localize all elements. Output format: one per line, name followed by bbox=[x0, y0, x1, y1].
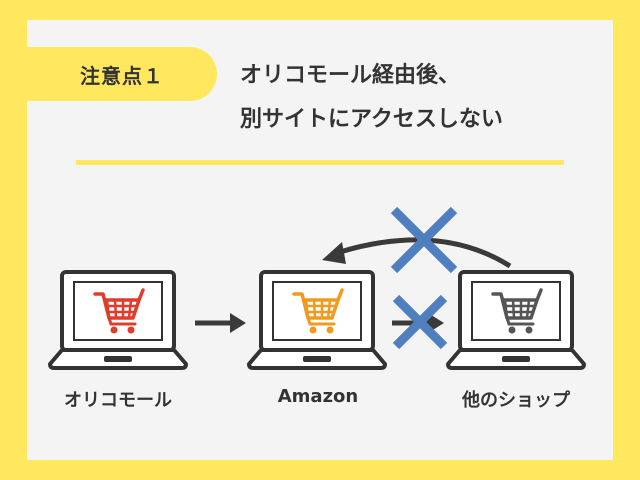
laptop-amazon bbox=[247, 270, 387, 370]
headline-line-2: 別サイトにアクセスしない bbox=[240, 107, 503, 132]
caution-tag: 注意点１ bbox=[27, 47, 217, 101]
arrow-return-icon bbox=[322, 237, 512, 269]
headline: オリコモール経由後、 別サイトにアクセスしない bbox=[240, 54, 610, 142]
caution-tag-label: 注意点１ bbox=[80, 63, 164, 88]
node-label-orico-mall: オリコモール bbox=[64, 390, 172, 411]
node-label-amazon: Amazon bbox=[277, 386, 359, 407]
node-label-other-shop: 他のショップ bbox=[462, 390, 570, 411]
cross-icon bbox=[392, 294, 448, 350]
divider bbox=[76, 160, 564, 165]
arrow-right-icon bbox=[195, 313, 246, 333]
cross-icon bbox=[390, 206, 458, 274]
laptop-other-shop bbox=[446, 270, 586, 370]
laptop-orico-mall bbox=[48, 270, 188, 370]
headline-line-1: オリコモール経由後、 bbox=[240, 63, 461, 88]
